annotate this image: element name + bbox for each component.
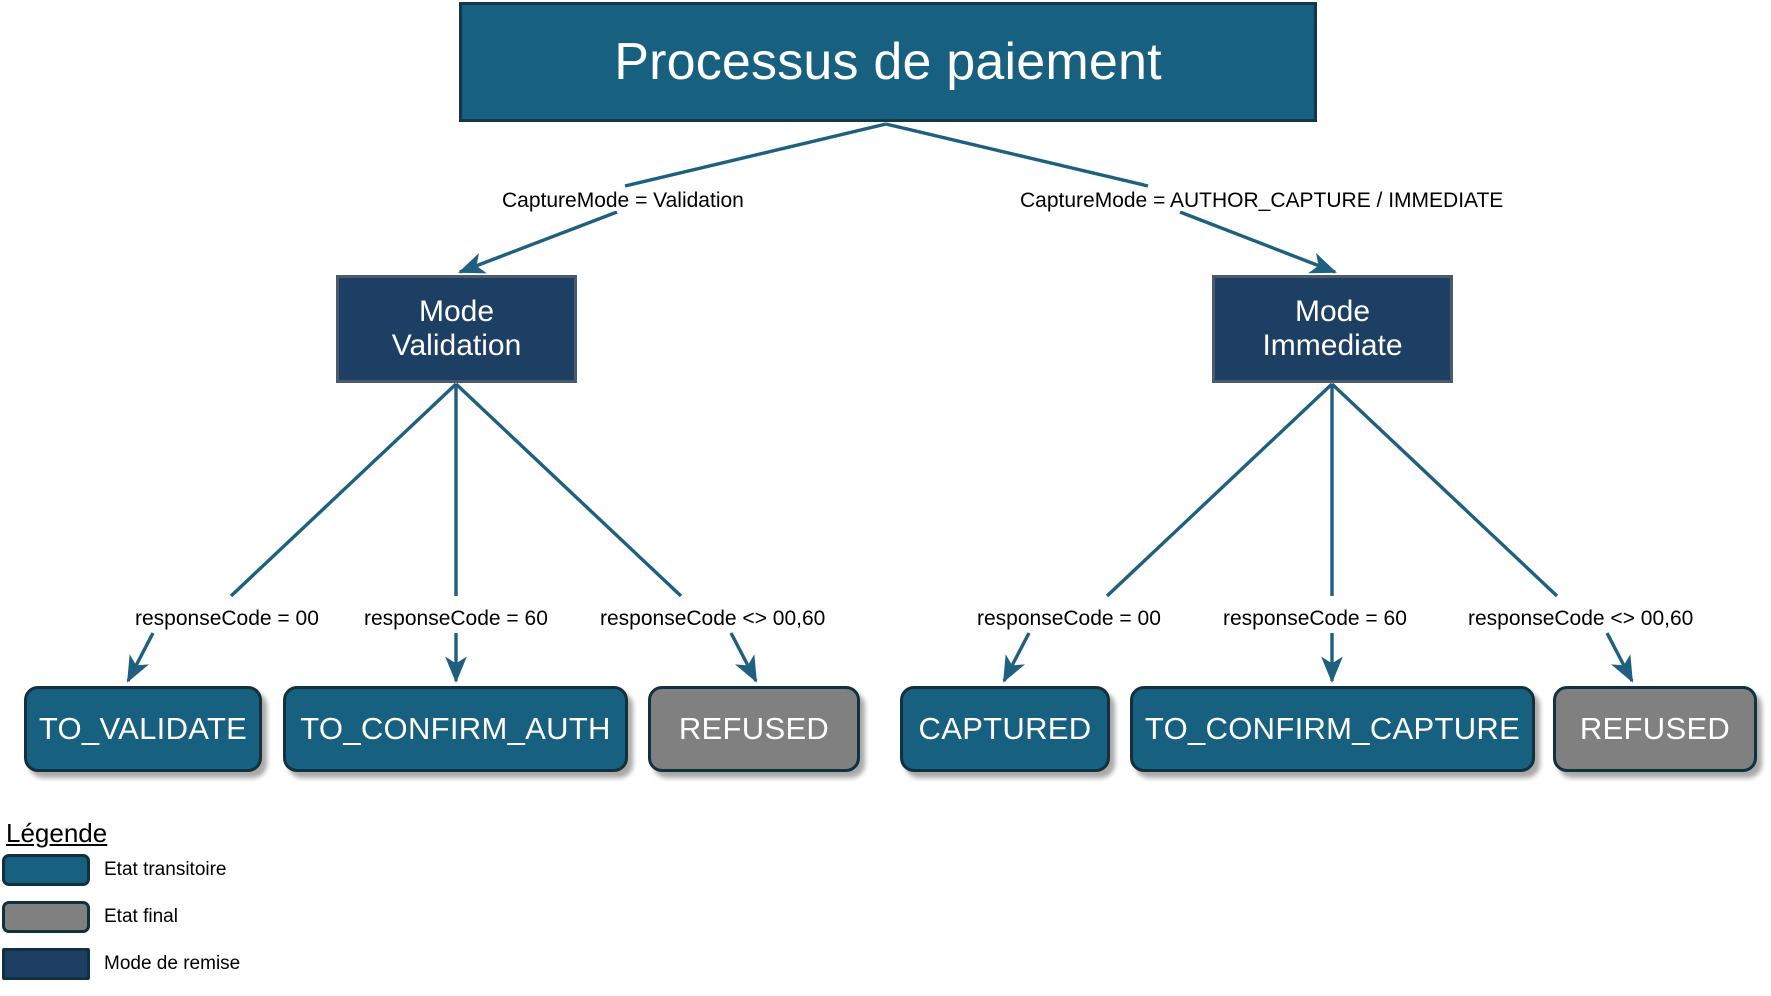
edge-validation-to-validate-upper <box>229 382 458 598</box>
node-to-validate[interactable]: TO_VALIDATE <box>24 686 262 772</box>
edge-arrow-to-captured <box>1002 632 1031 683</box>
edge-arrow-to-validate <box>126 632 155 683</box>
node-to-confirm-capture[interactable]: TO_CONFIRM_CAPTURE <box>1130 686 1535 772</box>
edge-label-responsecode-60-immediate: responseCode = 60 <box>1219 608 1411 629</box>
node-to-confirm-auth[interactable]: TO_CONFIRM_AUTH <box>283 686 628 772</box>
edge-label-responsecode-other-immediate: responseCode <> 00,60 <box>1464 608 1698 629</box>
node-mode-validation[interactable]: Mode Validation <box>336 275 577 383</box>
legend-item-mode-de-remise: Mode de remise <box>2 948 332 980</box>
legend-swatch-final-icon <box>2 901 90 933</box>
legend: Légende Etat transitoire Etat final Mode… <box>2 820 332 995</box>
legend-swatch-transient-icon <box>2 854 90 886</box>
node-mode-immediate[interactable]: Mode Immediate <box>1212 275 1453 383</box>
edge-validation-to-refused-upper <box>454 382 683 598</box>
node-refused-validation-branch[interactable]: REFUSED <box>648 686 860 772</box>
legend-swatch-mode-icon <box>2 948 90 980</box>
edge-label-responsecode-00-immediate: responseCode = 00 <box>973 608 1165 629</box>
legend-title: Légende <box>6 818 108 848</box>
edge-root-to-validation-upper <box>624 122 887 188</box>
legend-label-mode-de-remise: Mode de remise <box>104 953 241 974</box>
edge-label-responsecode-00-validation: responseCode = 00 <box>131 608 323 629</box>
edge-root-to-immediate-upper <box>885 122 1149 188</box>
edge-root-to-validation-lower <box>458 210 618 274</box>
edge-root-to-immediate-lower <box>1179 210 1337 274</box>
legend-item-etat-transitoire: Etat transitoire <box>2 854 332 886</box>
edge-immediate-to-refused-upper <box>1330 382 1559 598</box>
edge-label-responsecode-other-validation: responseCode <> 00,60 <box>596 608 830 629</box>
legend-label-etat-transitoire: Etat transitoire <box>104 859 227 880</box>
edge-label-capturemode-author-capture: CaptureMode = AUTHOR_CAPTURE / IMMEDIATE <box>1016 190 1508 211</box>
edge-arrow-to-refused-right <box>1605 632 1634 683</box>
edge-label-capturemode-validation: CaptureMode = Validation <box>498 190 748 211</box>
edge-arrow-to-refused-left <box>729 632 758 683</box>
node-root-processus-de-paiement[interactable]: Processus de paiement <box>459 2 1317 122</box>
node-captured[interactable]: CAPTURED <box>900 686 1110 772</box>
edge-label-responsecode-60-validation: responseCode = 60 <box>360 608 552 629</box>
legend-label-etat-final: Etat final <box>104 906 178 927</box>
edge-immediate-to-captured-upper <box>1105 382 1334 598</box>
node-refused-immediate-branch[interactable]: REFUSED <box>1553 686 1757 772</box>
legend-item-etat-final: Etat final <box>2 901 332 933</box>
